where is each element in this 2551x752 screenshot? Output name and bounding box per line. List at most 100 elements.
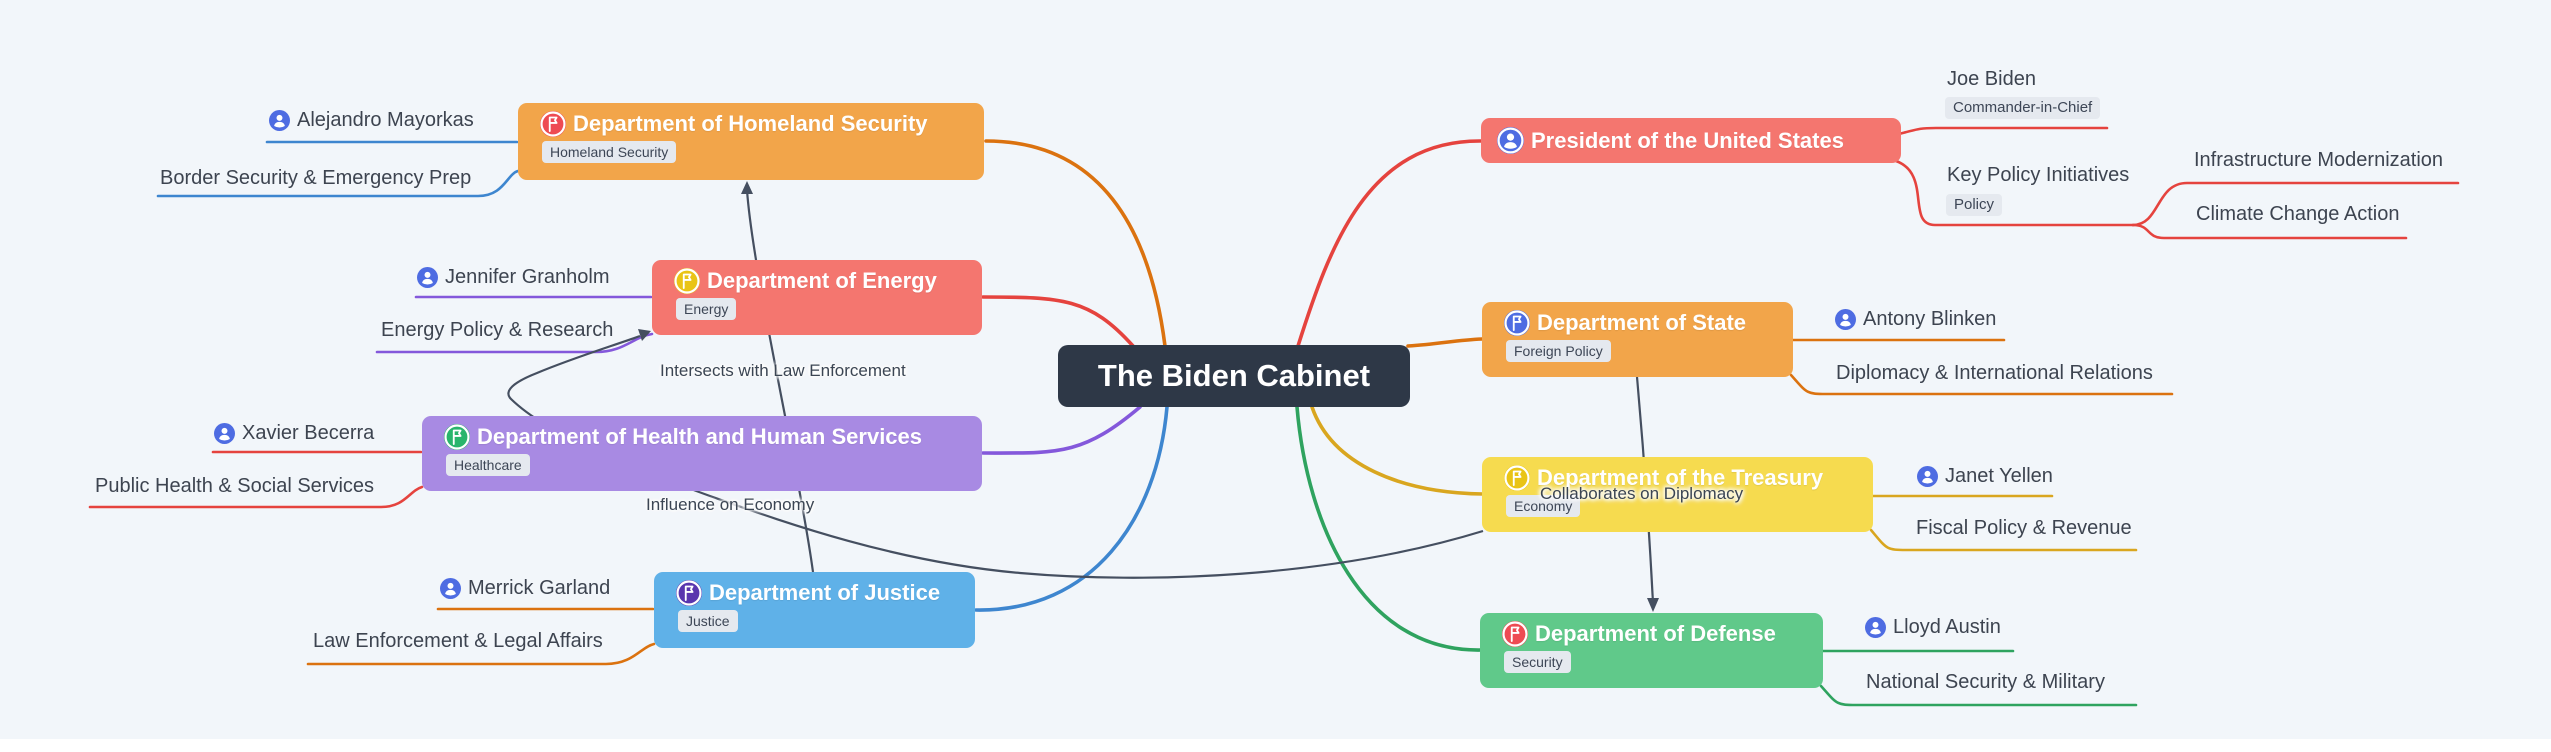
- leaf-label: Climate Change Action: [2196, 203, 2400, 225]
- person-icon: [1865, 617, 1886, 638]
- leaf-label: Lloyd Austin: [1893, 616, 2001, 638]
- leaf-defense-secretary[interactable]: Lloyd Austin: [1865, 616, 2001, 639]
- person-icon: [214, 423, 235, 444]
- leaf-initiative-climate[interactable]: Climate Change Action: [2196, 203, 2399, 226]
- flag-icon: [676, 580, 702, 606]
- leaf-label: Jennifer Granholm: [445, 266, 610, 288]
- leaf-label: Border Security & Emergency Prep: [160, 167, 472, 189]
- node-energy[interactable]: Department of Energy Energy: [652, 260, 982, 335]
- node-health[interactable]: Department of Health and Human Services …: [422, 416, 982, 491]
- edge-center-energy: [981, 295, 1135, 348]
- flag-icon: [540, 111, 566, 137]
- leaf-energy-secretary[interactable]: Jennifer Granholm: [417, 266, 610, 289]
- edge-center-treasury: [1310, 405, 1485, 496]
- node-justice[interactable]: Department of Justice Justice: [654, 572, 975, 648]
- node-homeland-security[interactable]: Department of Homeland Security Homeland…: [518, 103, 984, 180]
- leaf-label: Infrastructure Modernization: [2194, 149, 2444, 171]
- edge-justice-focus: [306, 642, 656, 666]
- node-title: Department of Defense: [1535, 621, 1776, 646]
- node-title: Department of State: [1537, 310, 1747, 335]
- leaf-homeland-focus[interactable]: Border Security & Emergency Prep: [160, 167, 471, 190]
- leaf-health-secretary[interactable]: Xavier Becerra: [214, 422, 374, 445]
- arrowhead-into-defense: [1647, 598, 1659, 612]
- leaf-treasury-focus[interactable]: Fiscal Policy & Revenue: [1916, 517, 2132, 540]
- leaf-label: Law Enforcement & Legal Affairs: [313, 630, 603, 652]
- edge-label-influence-on-economy: Influence on Economy: [646, 495, 815, 514]
- leaf-label: National Security & Military: [1866, 671, 2105, 693]
- node-state[interactable]: Department of State Foreign Policy: [1482, 302, 1793, 377]
- node-tag: Economy: [1506, 495, 1581, 517]
- node-title: Department of Homeland Security: [573, 111, 928, 136]
- node-title: Department of the Treasury: [1537, 465, 1824, 490]
- leaf-president-policy-tag: Policy: [1946, 194, 2003, 216]
- node-tag: Homeland Security: [542, 141, 677, 163]
- leaf-defense-focus[interactable]: National Security & Military: [1866, 671, 2105, 694]
- node-tag: Justice: [678, 610, 738, 632]
- leaf-justice-focus[interactable]: Law Enforcement & Legal Affairs: [313, 630, 603, 653]
- person-icon: [1835, 309, 1856, 330]
- leaf-state-secretary[interactable]: Antony Blinken: [1835, 308, 1996, 331]
- edge-president-leader: [1897, 126, 2109, 136]
- leaf-initiative-infrastructure[interactable]: Infrastructure Modernization: [2194, 149, 2443, 172]
- person-icon: [440, 578, 461, 599]
- crosslink-influence-economy: [507, 334, 1484, 579]
- node-tag: Security: [1504, 651, 1571, 673]
- leaf-label: Merrick Garland: [468, 577, 611, 599]
- person-icon: [1917, 466, 1938, 487]
- leaf-label: Alejandro Mayorkas: [297, 109, 474, 131]
- node-tag: Healthcare: [446, 454, 530, 476]
- leaf-president-leader-tag: Commander-in-Chief: [1945, 97, 2101, 119]
- leaf-label: Public Health & Social Services: [95, 475, 375, 497]
- leaf-justice-secretary[interactable]: Merrick Garland: [440, 577, 610, 600]
- leaf-energy-focus[interactable]: Energy Policy & Research: [381, 319, 613, 342]
- edge-defense-focus: [1819, 684, 2138, 707]
- edge-label-intersects-law-enforcement: Intersects with Law Enforcement: [660, 361, 906, 380]
- flag-icon: [1504, 465, 1530, 491]
- leaf-label: Diplomacy & International Relations: [1836, 362, 2153, 384]
- node-defense[interactable]: Department of Defense Security: [1480, 613, 1823, 688]
- center-node-label: The Biden Cabinet: [1097, 358, 1371, 393]
- edge-health-focus: [88, 485, 424, 509]
- leaf-label: Antony Blinken: [1863, 308, 1997, 330]
- edge-state-focus: [1789, 373, 2174, 396]
- edge-center-president: [1296, 139, 1483, 348]
- crosslink-justice-homeland: [745, 189, 815, 573]
- leaf-label: Key Policy Initiatives: [1947, 164, 2130, 186]
- leaf-president-leader[interactable]: Joe Biden: [1947, 68, 2036, 91]
- node-title: Department of Justice: [709, 580, 941, 605]
- edge-center-homeland: [984, 139, 1167, 348]
- node-title: Department of Energy: [707, 268, 937, 293]
- node-tag: Energy: [676, 298, 737, 320]
- flag-icon: [444, 424, 470, 450]
- node-tag: Foreign Policy: [1506, 340, 1611, 362]
- edge-policy-infrastructure: [2131, 181, 2460, 227]
- tag-label: Policy: [1946, 194, 2003, 216]
- leaf-label: Energy Policy & Research: [381, 319, 614, 341]
- edge-homeland-focus: [156, 169, 520, 198]
- node-title: Department of Health and Human Services: [477, 424, 923, 449]
- leaf-label: Joe Biden: [1947, 68, 2036, 90]
- flag-icon: [674, 268, 700, 294]
- node-treasury[interactable]: Department of the Treasury Economy: [1482, 457, 1873, 532]
- edge-center-health: [981, 405, 1142, 455]
- person-icon: [417, 267, 438, 288]
- flag-icon: [1502, 621, 1528, 647]
- flag-icon: [1504, 310, 1530, 336]
- leaf-state-focus[interactable]: Diplomacy & International Relations: [1836, 362, 2153, 385]
- leaf-health-focus[interactable]: Public Health & Social Services: [95, 475, 374, 498]
- edge-label-collaborates-on-diplomacy: Collaborates on Diplomacy: [1540, 484, 1744, 503]
- leaf-label: Xavier Becerra: [242, 422, 375, 444]
- leaf-treasury-secretary[interactable]: Janet Yellen: [1917, 465, 2053, 488]
- node-president[interactable]: President of the United States: [1481, 118, 1901, 163]
- arrowhead-into-homeland: [741, 181, 753, 194]
- leaf-homeland-secretary[interactable]: Alejandro Mayorkas: [269, 109, 474, 132]
- center-node[interactable]: The Biden Cabinet: [1058, 345, 1410, 407]
- edge-center-state: [1406, 337, 1484, 348]
- tag-label: Commander-in-Chief: [1945, 97, 2101, 119]
- leaf-label: Fiscal Policy & Revenue: [1916, 517, 2132, 539]
- edge-treasury-focus: [1869, 528, 2138, 552]
- edge-policy-climate: [2131, 223, 2408, 240]
- leaf-president-policy[interactable]: Key Policy Initiatives: [1947, 164, 2129, 187]
